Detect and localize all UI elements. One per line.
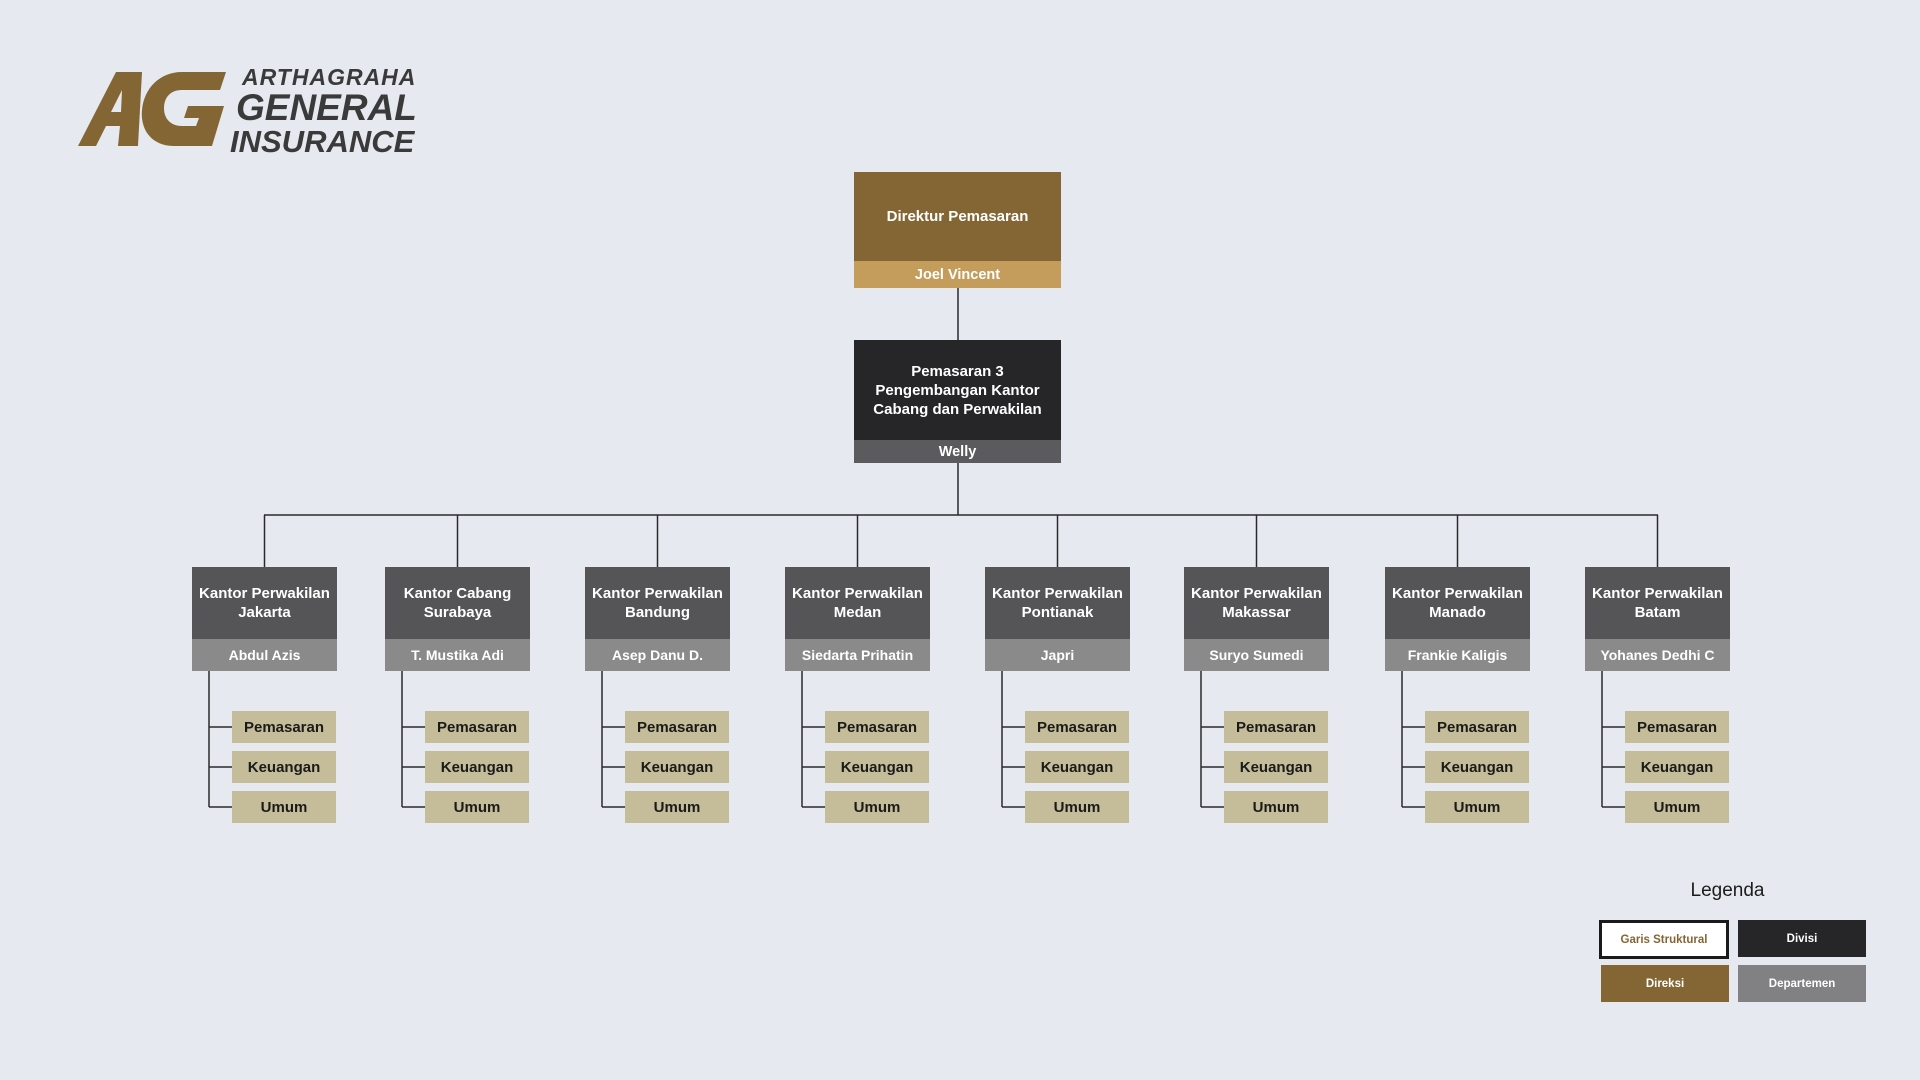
office-head-name: Asep Danu D. (585, 639, 730, 671)
office-box: Kantor Perwakilan Medan Siedarta Prihati… (785, 567, 930, 671)
department-box: Umum (825, 791, 929, 823)
department-box: Keuangan (1224, 751, 1328, 783)
department-box: Keuangan (232, 751, 336, 783)
office-title: Kantor Perwakilan Manado (1385, 567, 1530, 639)
office-box: Kantor Perwakilan Manado Frankie Kaligis (1385, 567, 1530, 671)
office-title: Kantor Cabang Surabaya (385, 567, 530, 639)
department-box: Keuangan (625, 751, 729, 783)
director-box: Direktur Pemasaran Joel Vincent (854, 172, 1061, 288)
department-box: Pemasaran (825, 711, 929, 743)
office-box: Kantor Cabang Surabaya T. Mustika Adi (385, 567, 530, 671)
director-title: Direktur Pemasaran (854, 172, 1061, 261)
department-box: Umum (1625, 791, 1729, 823)
division-title: Pemasaran 3 Pengembangan Kantor Cabang d… (854, 340, 1061, 440)
office-head-name: Yohanes Dedhi C (1585, 639, 1730, 671)
department-box: Pemasaran (1625, 711, 1729, 743)
ag-logo-mark (78, 72, 226, 146)
division-box: Pemasaran 3 Pengembangan Kantor Cabang d… (854, 340, 1061, 463)
department-box: Keuangan (1625, 751, 1729, 783)
office-box: Kantor Perwakilan Batam Yohanes Dedhi C (1585, 567, 1730, 671)
office-box: Kantor Perwakilan Makassar Suryo Sumedi (1184, 567, 1329, 671)
legend-departemen: Departemen (1738, 965, 1866, 1002)
office-box: Kantor Perwakilan Jakarta Abdul Azis (192, 567, 337, 671)
legend-divisi: Divisi (1738, 920, 1866, 957)
department-box: Keuangan (825, 751, 929, 783)
legend-garis-struktural: Garis Struktural (1599, 920, 1729, 959)
department-box: Pemasaran (1425, 711, 1529, 743)
department-box: Keuangan (425, 751, 529, 783)
department-box: Umum (232, 791, 336, 823)
department-box: Keuangan (1025, 751, 1129, 783)
department-box: Pemasaran (425, 711, 529, 743)
department-box: Keuangan (1425, 751, 1529, 783)
department-box: Pemasaran (1025, 711, 1129, 743)
company-logo: ARTHAGRAHA GENERAL INSURANCE (78, 64, 418, 157)
office-head-name: Siedarta Prihatin (785, 639, 930, 671)
office-title: Kantor Perwakilan Makassar (1184, 567, 1329, 639)
office-head-name: Suryo Sumedi (1184, 639, 1329, 671)
department-box: Umum (1224, 791, 1328, 823)
office-title: Kantor Perwakilan Jakarta (192, 567, 337, 639)
office-head-name: Frankie Kaligis (1385, 639, 1530, 671)
department-box: Pemasaran (1224, 711, 1328, 743)
office-head-name: Japri (985, 639, 1130, 671)
department-box: Pemasaran (232, 711, 336, 743)
logo-line-1: ARTHAGRAHA (242, 64, 417, 90)
office-head-name: T. Mustika Adi (385, 639, 530, 671)
logo-line-2: GENERAL (236, 87, 417, 128)
office-box: Kantor Perwakilan Bandung Asep Danu D. (585, 567, 730, 671)
office-title: Kantor Perwakilan Bandung (585, 567, 730, 639)
division-name: Welly (854, 440, 1061, 463)
logo-line-3: INSURANCE (230, 124, 415, 159)
department-box: Pemasaran (625, 711, 729, 743)
department-box: Umum (1425, 791, 1529, 823)
office-head-name: Abdul Azis (192, 639, 337, 671)
office-title: Kantor Perwakilan Medan (785, 567, 930, 639)
department-box: Umum (625, 791, 729, 823)
office-title: Kantor Perwakilan Batam (1585, 567, 1730, 639)
department-box: Umum (1025, 791, 1129, 823)
department-box: Umum (425, 791, 529, 823)
director-name: Joel Vincent (854, 261, 1061, 288)
office-box: Kantor Perwakilan Pontianak Japri (985, 567, 1130, 671)
office-title: Kantor Perwakilan Pontianak (985, 567, 1130, 639)
legend-title: Legenda (1690, 880, 1765, 901)
legend-direksi: Direksi (1601, 965, 1729, 1002)
